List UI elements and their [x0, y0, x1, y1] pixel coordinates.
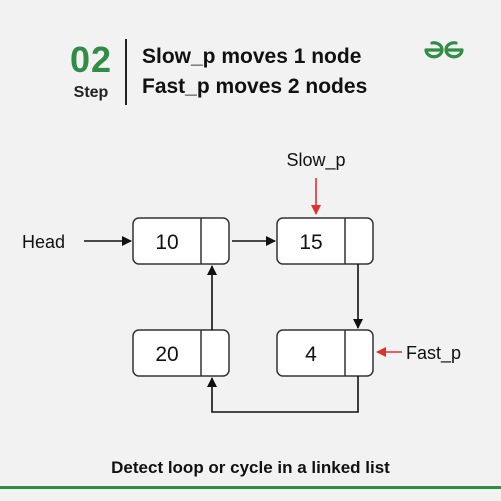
node-10: 10	[132, 217, 230, 265]
node-4: 4	[276, 329, 374, 377]
slow-pointer-label: Slow_p	[286, 150, 345, 171]
step-label: Step	[73, 84, 109, 101]
bottom-accent-bar	[0, 486, 501, 489]
geeksforgeeks-logo-icon	[424, 41, 464, 59]
caption: Detect loop or cycle in a linked list	[111, 458, 390, 477]
node-15: 15	[276, 217, 374, 265]
node-value: 10	[155, 231, 178, 254]
title-line-1: Slow_p moves 1 node	[142, 45, 362, 68]
node-20: 20	[132, 329, 230, 377]
head-label: Head	[22, 232, 65, 252]
arrow-4-to-20	[207, 376, 359, 413]
node-value: 15	[299, 231, 322, 254]
header-divider	[125, 39, 127, 105]
step-number: 02	[69, 39, 113, 80]
fast-pointer-label: Fast_p	[406, 343, 461, 364]
node-value: 20	[155, 343, 178, 366]
node-value: 4	[305, 343, 317, 366]
title-line-2: Fast_p moves 2 nodes	[142, 75, 368, 98]
